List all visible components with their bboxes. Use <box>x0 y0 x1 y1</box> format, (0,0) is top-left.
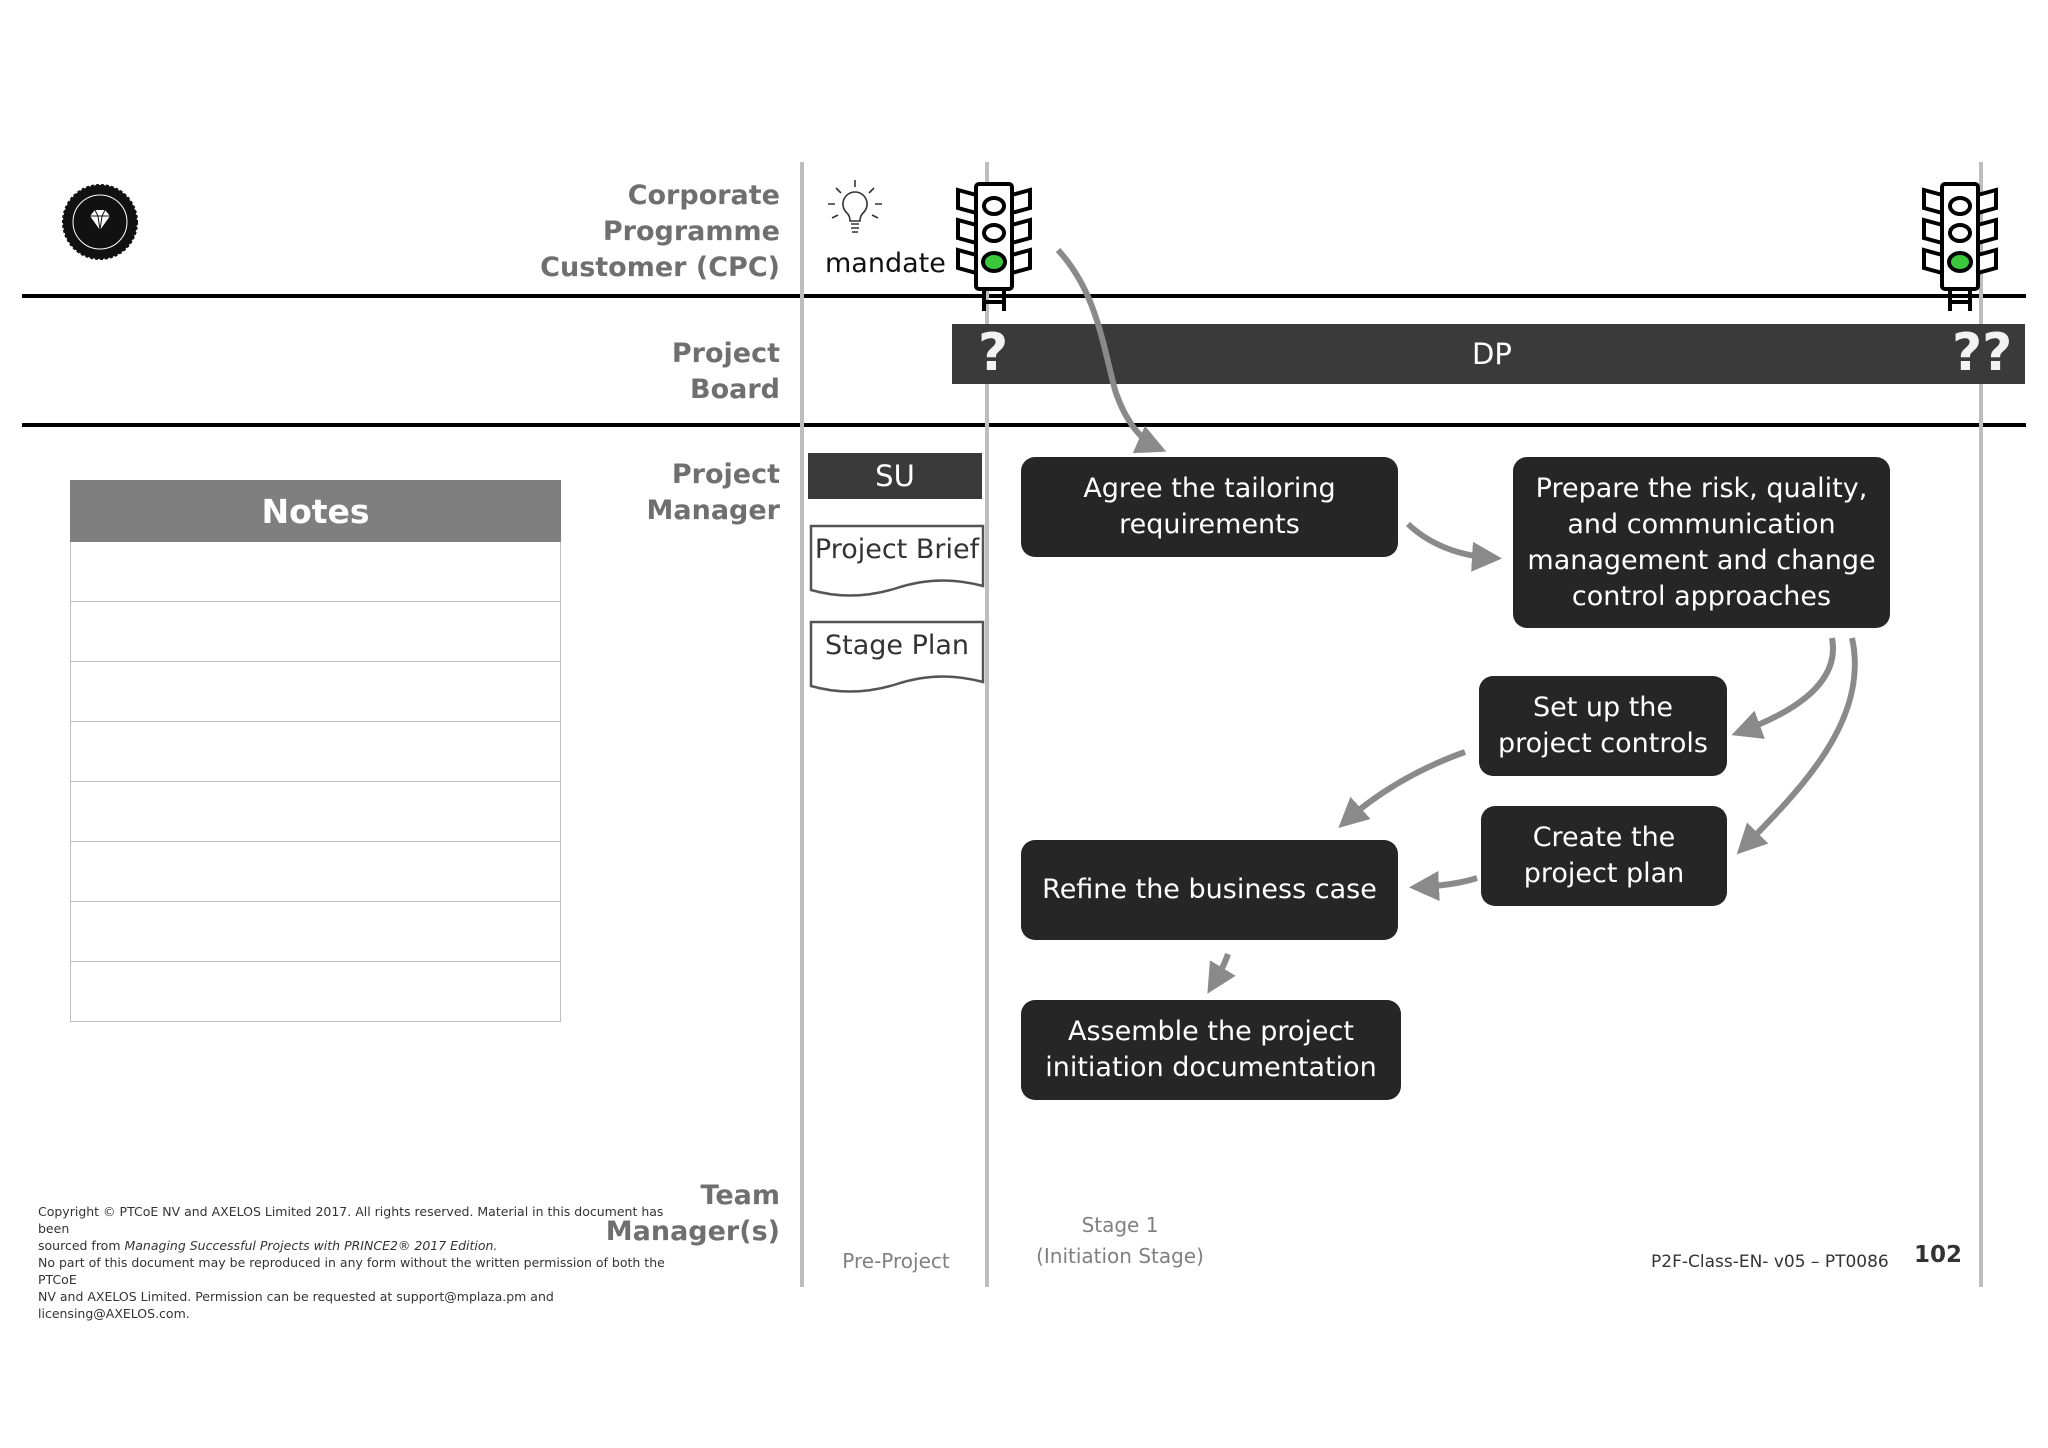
arrow-prepare-to-setup <box>1731 637 1836 739</box>
pre-project-label: Pre-Project <box>842 1249 950 1273</box>
stage1-label: Stage 1 (Initiation Stage) <box>1036 1213 1204 1268</box>
arrow-refine-to-assemble <box>1207 953 1236 994</box>
activity-assemble-pid: Assemble the project initiation document… <box>1021 1000 1401 1100</box>
lane-label-team: Team Manager(s) <box>605 1180 780 1247</box>
arrow-agree-to-prepare <box>1405 521 1502 572</box>
seal-logo <box>62 184 138 260</box>
activity-set-up-controls: Set up the project controls <box>1479 676 1727 776</box>
arrow-mandate-to-agree <box>1055 247 1167 454</box>
mandate-label: mandate <box>825 248 946 279</box>
arrow-setup-to-refine <box>1338 749 1467 829</box>
stage-plan-label: Stage Plan <box>824 630 970 661</box>
stage-divider-middle <box>985 162 989 1287</box>
lane-divider-bottom <box>22 423 2026 427</box>
dp-bar <box>952 324 2025 384</box>
dp-bar-left-mark: ? <box>978 323 1009 383</box>
notes-row[interactable] <box>70 722 561 782</box>
notes-row[interactable] <box>70 602 561 662</box>
lane-label-board: Project Board <box>671 338 780 405</box>
project-brief-document-icon <box>809 524 985 597</box>
lightbulb-icon <box>828 180 882 233</box>
lane-divider-top <box>22 294 2026 298</box>
lane-label-cpc: Corporate Programme Customer (CPC) <box>540 180 780 283</box>
activity-refine-business-case: Refine the business case <box>1021 840 1398 940</box>
notes-title: Notes <box>70 480 561 542</box>
notes-row[interactable] <box>70 662 561 722</box>
activity-prepare-approaches: Prepare the risk, quality, and communica… <box>1513 457 1890 628</box>
copyright-notice: Copyright © PTCoE NV and AXELOS Limited … <box>38 1204 665 1321</box>
page-number: 102 <box>1914 1242 1963 1268</box>
dp-bar-right-mark: ?? <box>1952 323 2013 383</box>
traffic-light-icon <box>956 182 1032 311</box>
lane-label-pm: Project Manager <box>646 459 780 526</box>
stage-plan-document-icon <box>809 620 985 693</box>
document-code: P2F-Class-EN- v05 – PT0086 <box>1651 1252 1889 1272</box>
stage-divider-left <box>800 162 804 1287</box>
notes-row[interactable] <box>70 782 561 842</box>
notes-row[interactable] <box>70 542 561 602</box>
stage-divider-right <box>1979 162 1983 1287</box>
traffic-light-icon <box>1922 182 1998 311</box>
notes-row[interactable] <box>70 842 561 902</box>
su-box: SU <box>808 453 982 499</box>
arrow-create-to-refine <box>1409 871 1478 902</box>
arrow-prepare-to-create <box>1736 637 1858 855</box>
dp-bar-label: DP <box>1472 337 1512 371</box>
notes-row[interactable] <box>70 902 561 962</box>
activity-agree-tailoring: Agree the tailoring requirements <box>1021 457 1398 557</box>
notes-row[interactable] <box>70 962 561 1022</box>
activity-create-plan: Create the project plan <box>1481 806 1727 906</box>
project-brief-label: Project Brief <box>814 534 980 565</box>
